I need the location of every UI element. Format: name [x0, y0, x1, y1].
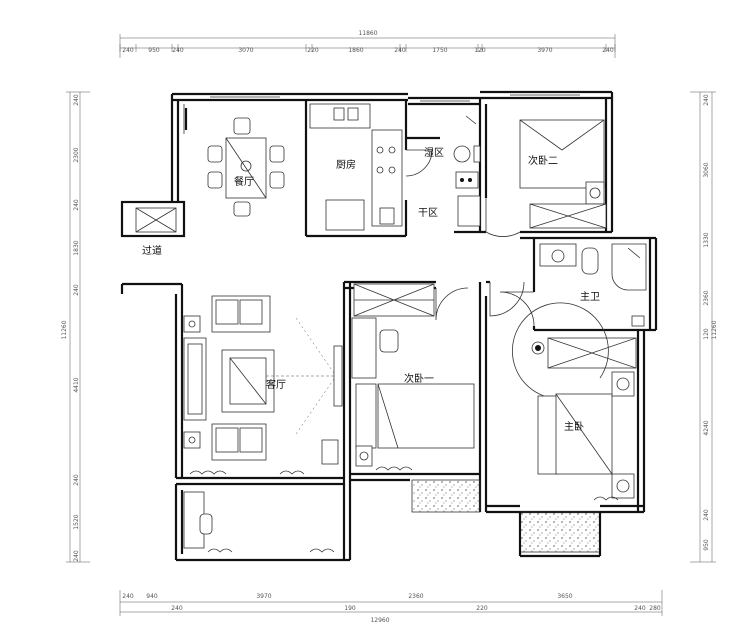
room-label-corridor: 过道 [142, 244, 162, 257]
bedroom2-furniture [519, 119, 607, 229]
top-dim-11: 240 [602, 47, 614, 54]
left-dim-1: 240 [73, 94, 80, 106]
top-dimension: 11860 240 950 240 3070 220 1860 240 1750… [119, 30, 616, 58]
bottom-dim-4: 3970 [256, 593, 271, 600]
dining-table-set [207, 117, 285, 217]
bedroom1-furniture [351, 283, 475, 471]
bottom-dim-1: 240 [122, 593, 134, 600]
master-planter [519, 511, 601, 553]
left-dim-5: 240 [73, 284, 80, 296]
left-dim-3: 240 [73, 199, 80, 211]
kitchen-counters [309, 103, 403, 231]
left-total-dim: 11260 [61, 320, 68, 339]
room-label-living: 客厅 [266, 378, 286, 391]
bath-fixtures [453, 115, 481, 227]
right-total-dim: 11260 [711, 320, 718, 339]
master-bath-fixtures [539, 243, 647, 327]
right-dim-6: 4240 [703, 420, 710, 435]
top-dim-9: 120 [474, 47, 486, 54]
doors [405, 149, 535, 327]
right-dim-5: 120 [703, 328, 710, 340]
bottom-total-dim: 12960 [370, 617, 389, 624]
right-dim-4: 2360 [703, 290, 710, 305]
bottom-dim-8: 3650 [557, 593, 572, 600]
living-furniture [183, 295, 343, 475]
bottom-dim-6: 2360 [408, 593, 423, 600]
right-dim-1: 240 [703, 94, 710, 106]
left-dim-4: 1830 [73, 240, 80, 255]
top-dim-10: 3970 [537, 47, 552, 54]
bedroom1-planter [411, 479, 481, 513]
room-label-kitchen: 厨房 [336, 158, 356, 171]
bottom-dim-9: 240 [634, 605, 646, 612]
balcony-fixtures [183, 491, 335, 553]
top-dim-7: 240 [394, 47, 406, 54]
right-dim-8: 950 [703, 539, 710, 551]
top-dim-5: 220 [307, 47, 319, 54]
room-label-bedroom-1: 次卧一 [404, 372, 434, 385]
bottom-dimension: 240 940 240 3970 190 2360 220 3650 240 2… [119, 590, 663, 624]
left-dim-9: 240 [73, 550, 80, 562]
left-dim-2: 2300 [73, 147, 80, 162]
master-bedroom-furniture [512, 302, 637, 501]
room-label-dining: 餐厅 [234, 175, 254, 188]
top-dim-3: 240 [172, 47, 184, 54]
top-dim-8: 1750 [432, 47, 447, 54]
right-dimension: 11260 240 3060 1330 2360 120 4240 240 95… [690, 91, 718, 563]
right-dim-7: 240 [703, 509, 710, 521]
room-label-dry-zone: 干区 [418, 207, 438, 219]
top-dim-4: 3070 [238, 47, 253, 54]
left-dim-8: 1520 [73, 514, 80, 529]
right-dim-2: 3060 [703, 162, 710, 177]
bottom-dim-3: 240 [171, 605, 183, 612]
room-label-bedroom-2: 次卧二 [528, 154, 558, 167]
left-dim-6: 4410 [73, 377, 80, 392]
left-dim-7: 240 [73, 474, 80, 486]
top-dim-6: 1860 [348, 47, 363, 54]
right-dim-3: 1330 [703, 232, 710, 247]
room-label-master-bedroom: 主卧 [564, 420, 584, 433]
top-total-dim: 11860 [358, 30, 377, 37]
room-label-wet-zone: 湿区 [424, 147, 444, 159]
top-dim-1: 240 [122, 47, 134, 54]
bottom-dim-10: 280 [649, 605, 661, 612]
bottom-dim-7: 220 [476, 605, 488, 612]
bottom-dim-5: 190 [344, 605, 356, 612]
left-dimension: 11260 240 2300 240 1830 240 4410 240 152… [61, 91, 90, 563]
room-label-master-bath: 主卫 [580, 291, 600, 303]
bottom-dim-2: 940 [146, 593, 158, 600]
top-dim-2: 950 [148, 47, 160, 54]
